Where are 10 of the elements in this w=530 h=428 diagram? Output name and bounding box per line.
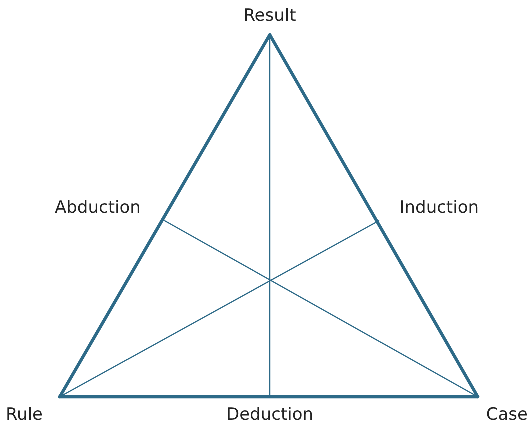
vertex-label: Rule	[6, 397, 60, 425]
connector-line	[59, 220, 380, 398]
side-label: Deduction	[215, 397, 325, 425]
vertex-label: Result	[235, 6, 305, 35]
vertex-label: Case	[478, 397, 528, 425]
side-label: Abduction	[55, 198, 165, 221]
triangle-side	[58, 395, 480, 399]
side-label: Induction	[379, 198, 479, 221]
connector-line	[164, 220, 479, 398]
connector-line	[269, 34, 271, 398]
